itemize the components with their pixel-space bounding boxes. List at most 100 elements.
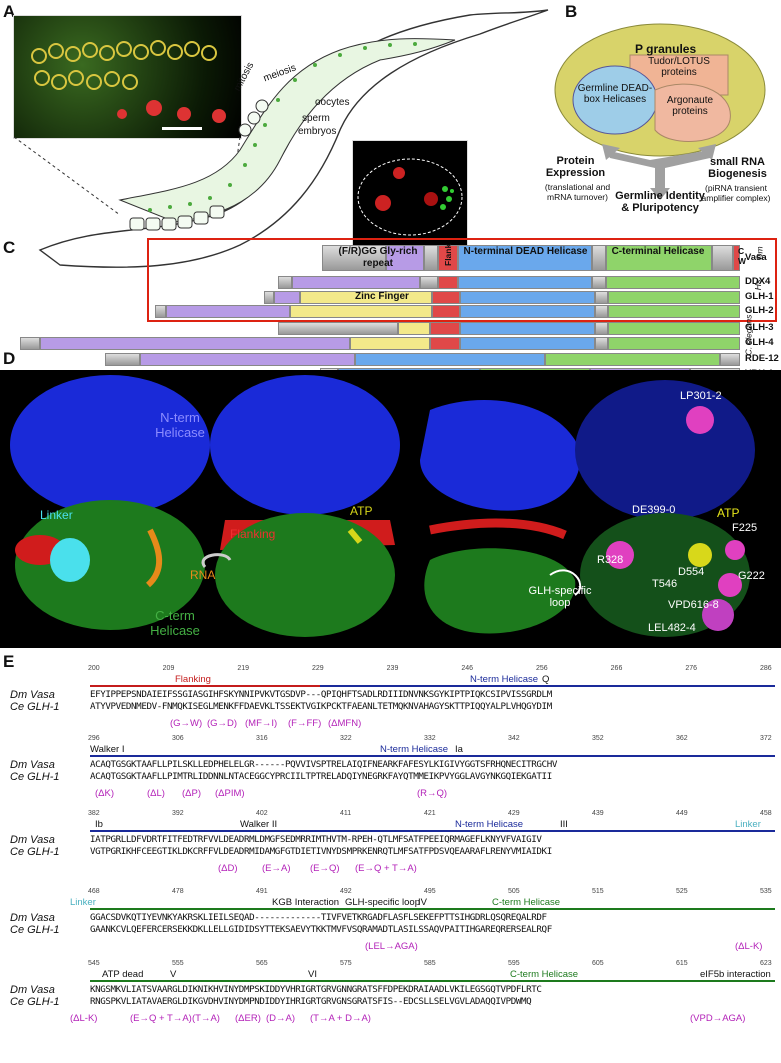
domain-segment xyxy=(460,305,595,318)
domain-segment xyxy=(432,291,460,304)
motif-annotation: KGB Interaction xyxy=(272,897,340,908)
domain-segment xyxy=(595,291,608,304)
cterm-domain-label: C-terminal Helicase xyxy=(611,246,705,257)
mutation-label: (E→Q) xyxy=(310,863,340,874)
residue-number: 623 xyxy=(760,960,772,967)
tudor-lotus-label: Tudor/LOTUS proteins xyxy=(648,56,710,78)
residue-number: 555 xyxy=(172,960,184,967)
residue-number: 276 xyxy=(685,665,698,672)
domain-segment xyxy=(595,305,608,318)
mutation-label: (ΔD) xyxy=(218,863,238,874)
residue-number: 316 xyxy=(256,735,268,742)
residue-number: 595 xyxy=(508,960,520,967)
residue-number: 286 xyxy=(760,665,772,672)
domain-segment xyxy=(105,353,140,366)
residue-number: 372 xyxy=(760,735,772,742)
domain-bar xyxy=(90,980,775,982)
species-name-dm: Dm Vasa xyxy=(10,912,55,924)
mutation-label: (R→Q) xyxy=(417,788,448,799)
residue-number: 256 xyxy=(536,665,548,672)
aligned-sequence: VGTPGRIKHFCEEGTIKLDKCRFFVLDEADRMIDAMGFGT… xyxy=(90,846,552,857)
mutation-label: (T→A) xyxy=(192,1013,220,1024)
species-name-ce: Ce GLH-1 xyxy=(10,924,60,936)
residue-number: 515 xyxy=(592,888,604,895)
small-rna-sub: (piRNA transient amplifier complex) xyxy=(701,183,771,203)
motif-annotation: Linker xyxy=(735,819,761,830)
motif-annotation: Q xyxy=(542,674,550,685)
residue-number: 468 xyxy=(88,888,100,895)
domain-segment xyxy=(606,276,740,289)
residue-number: 495 xyxy=(424,888,436,895)
aligned-sequence: GGACSDVKQTIYEVNKYAKRSKLIEILSEQAD--------… xyxy=(90,912,547,923)
residue-number: 565 xyxy=(256,960,268,967)
glh-loop-label: GLH-specific loop xyxy=(528,585,592,609)
domain-segment xyxy=(274,291,300,304)
residue-number: 229 xyxy=(312,665,324,672)
residue-number: 362 xyxy=(676,735,688,742)
residue-number: 439 xyxy=(592,810,604,817)
gene-name-glh-3: GLH-3 xyxy=(745,322,774,333)
domain-segment xyxy=(608,291,740,304)
species-name-dm: Dm Vasa xyxy=(10,759,55,771)
lel-label: LEL482-4 xyxy=(648,622,696,634)
motif-annotation: C-term Helicase xyxy=(510,969,579,980)
residue-number: 306 xyxy=(172,735,184,742)
panel-label-a: A xyxy=(3,2,16,21)
residue-number: 525 xyxy=(676,888,688,895)
lp301-label: LP301-2 xyxy=(680,390,722,402)
worm-diagram xyxy=(13,9,549,268)
species-hs: Hs xyxy=(753,279,764,291)
structure-renderings xyxy=(10,375,755,637)
domain-segment xyxy=(712,245,733,271)
mutation-label: (D→A) xyxy=(266,1013,296,1024)
gene-name-ddx4: DDX4 xyxy=(745,276,771,287)
domain-segment xyxy=(545,353,720,366)
residue-number: 411 xyxy=(340,810,352,817)
embryos-label: embryos xyxy=(298,126,337,137)
aligned-sequence: ACAQTGSGKTAAFLLPILSKLLEDPHELELGR------PQ… xyxy=(90,759,557,770)
domain-segment xyxy=(606,245,712,271)
species-ce: C. elegans xyxy=(743,314,754,356)
scale-bar xyxy=(162,127,202,130)
domain-segment xyxy=(458,276,592,289)
domain-segment xyxy=(430,322,460,335)
embryo-micrograph-art xyxy=(357,158,463,236)
motif-annotation: Walker I xyxy=(90,744,125,755)
aligned-sequence: ACAQTGSGKTAAFLLPIMTRLIDDNNLNTACEGGCYPRCI… xyxy=(90,771,552,782)
gene-name-glh-1: GLH-1 xyxy=(745,291,774,302)
panel-label-d: D xyxy=(3,349,16,368)
domain-segment xyxy=(608,322,740,335)
residue-number: 478 xyxy=(172,888,184,895)
d554-label: D554 xyxy=(678,566,705,578)
domain-segment xyxy=(322,245,386,271)
flanking-label: Flanking xyxy=(230,527,276,541)
domain-bar xyxy=(320,685,775,687)
species-name-ce: Ce GLH-1 xyxy=(10,996,60,1008)
gonad-micrograph-art xyxy=(31,40,226,123)
residue-number: 266 xyxy=(610,665,623,672)
p-granule-diagram xyxy=(554,23,766,200)
domain-segment xyxy=(592,276,606,289)
f225-label: F225 xyxy=(732,522,758,534)
gonad-micrograph xyxy=(13,15,242,139)
mutation-label: (E→Q + T→A) xyxy=(130,1013,192,1024)
residue-number: 605 xyxy=(592,960,604,967)
mutation-label: (G→D) xyxy=(207,718,238,729)
residue-number: 615 xyxy=(676,960,688,967)
domain-segment xyxy=(430,337,460,350)
residue-number: 429 xyxy=(508,810,520,817)
protein-expression-label: Protein Expression xyxy=(545,155,606,179)
domain-segment xyxy=(458,245,592,271)
residue-number: 491 xyxy=(256,888,268,895)
nterm-helicase-label: N-term Helicase xyxy=(155,410,205,440)
domain-bar xyxy=(90,755,775,757)
cterm-helicase-label: C-term Helicase xyxy=(150,608,200,638)
panel-label-e: E xyxy=(3,652,15,671)
mutation-label: (VPD→AGA) xyxy=(690,1013,746,1024)
mutation-label: (ΔL-K) xyxy=(735,941,763,952)
domain-bar xyxy=(90,908,775,910)
domain-segment xyxy=(398,322,430,335)
aligned-sequence: EFYIPPEPSNDAIEIFSSGIASGIHFSKYNNIPVKVTGSD… xyxy=(90,689,552,700)
residue-number: 200 xyxy=(88,665,100,672)
linker-label: Linker xyxy=(40,508,73,522)
